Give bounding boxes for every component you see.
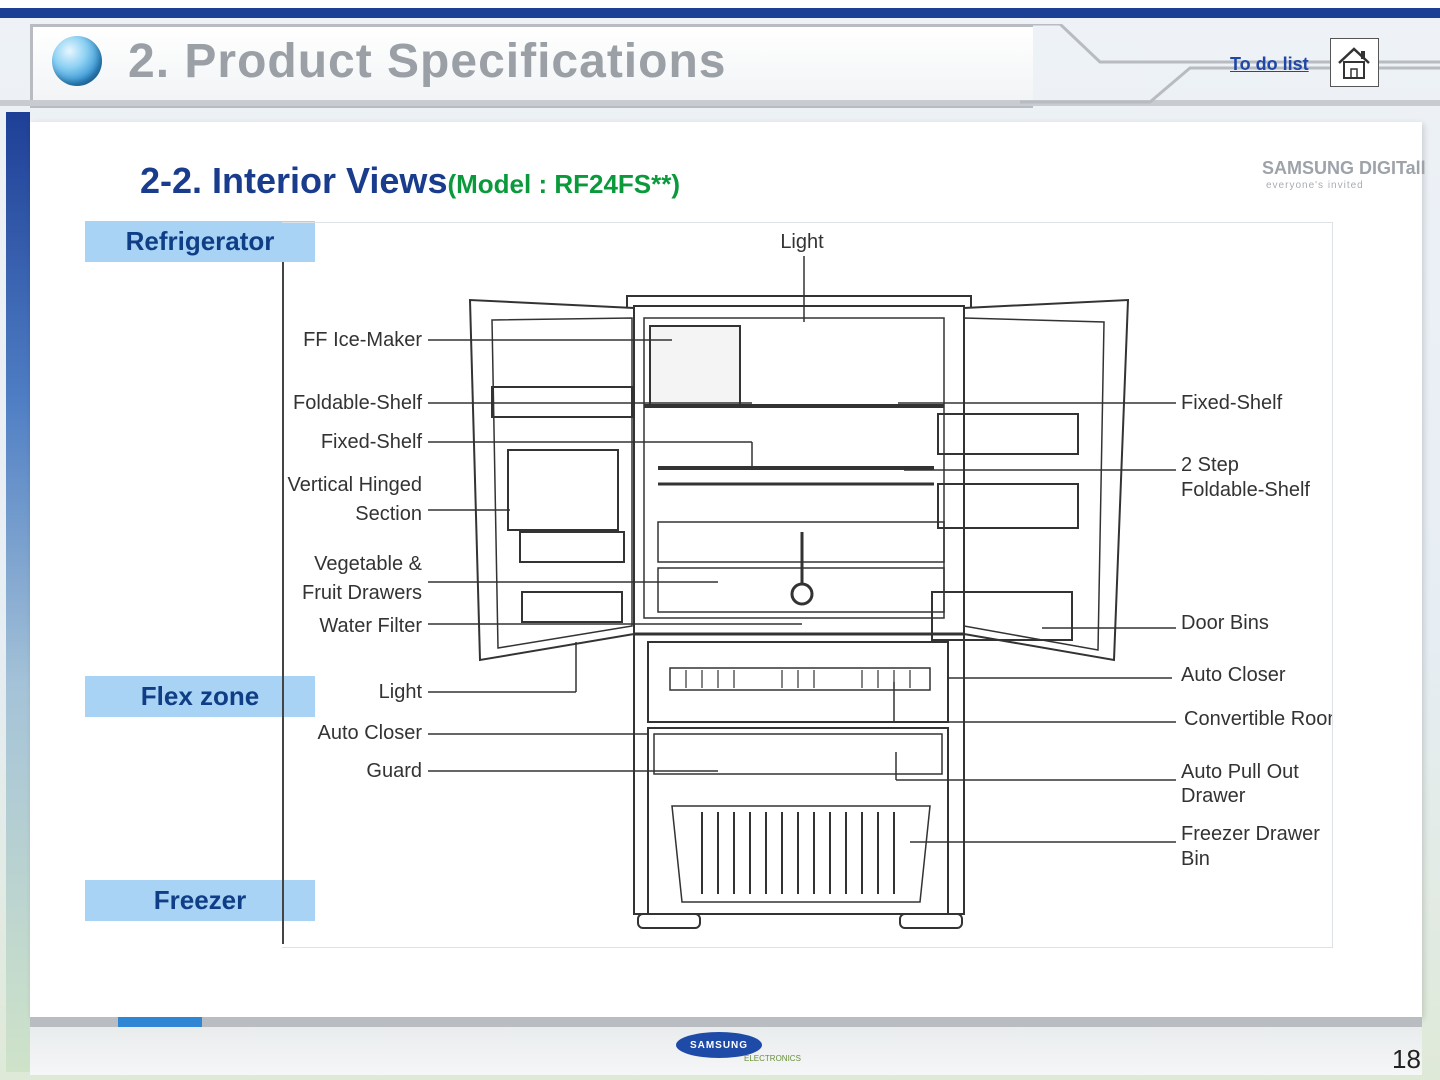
callout-convertible-room: Convertible Room: [1184, 708, 1332, 730]
home-icon: [1338, 47, 1370, 79]
zone-label-refrigerator: Refrigerator: [85, 221, 315, 262]
callout-light-top: Light: [780, 231, 824, 253]
callout-veg-fruit-line1: Vegetable &: [314, 553, 423, 575]
callout-veg-fruit-line2: Fruit Drawers: [302, 582, 422, 604]
callout-vertical-hinged-line1: Vertical Hinged: [287, 474, 422, 496]
globe-icon: [52, 36, 102, 86]
leader-lines: [428, 256, 1176, 843]
fridge-diagram: Light FF Ice-Maker Foldable-Shelf Fixed-…: [287, 231, 1332, 929]
callout-vertical-hinged-line2: Section: [355, 503, 422, 525]
page-number: 18: [1392, 1044, 1421, 1074]
zone-divider-line: [282, 262, 284, 944]
header-swoosh: [1020, 24, 1440, 104]
left-accent-bar: [6, 112, 30, 1072]
brand-tagline: everyone's invited: [1266, 180, 1364, 191]
footer-accent: [118, 1017, 202, 1027]
callout-guard: Guard: [366, 760, 422, 782]
header-band: [0, 100, 1440, 106]
top-blue-bar: [0, 8, 1440, 18]
callout-auto-pull-line2: Drawer: [1181, 785, 1246, 807]
top-strip: [0, 0, 1440, 8]
callout-freezer-bin-line2: Bin: [1181, 848, 1210, 870]
callout-door-bins: Door Bins: [1181, 612, 1269, 634]
callout-auto-pull-line1: Auto Pull Out: [1181, 761, 1299, 783]
callout-freezer-bin-line1: Freezer Drawer: [1181, 823, 1320, 845]
callout-fixed-shelf-left: Fixed-Shelf: [321, 431, 423, 453]
callout-ff-ice-maker: FF Ice-Maker: [303, 329, 422, 351]
callout-two-step-line2: Foldable-Shelf: [1181, 479, 1310, 501]
callout-auto-closer-left: Auto Closer: [318, 722, 423, 744]
samsung-logo-sub: ELECTRONICS: [744, 1054, 801, 1063]
callout-light-flex: Light: [379, 681, 423, 703]
zone-label-freezer: Freezer: [85, 880, 315, 921]
callout-foldable-shelf: Foldable-Shelf: [293, 392, 422, 414]
callout-two-step-line1: 2 Step: [1181, 454, 1239, 476]
section-title: 2-2. Interior Views(Model : RF24FS**): [140, 160, 680, 202]
samsung-digitall-logo: SAMSUNG DIGITall: [1262, 158, 1426, 178]
todo-list-link[interactable]: To do list: [1230, 54, 1309, 74]
fridge-drawing: [468, 295, 1130, 929]
header-plate: [30, 24, 1033, 108]
diagram-frame: [282, 222, 1333, 948]
zone-label-flex-zone: Flex zone: [85, 676, 315, 717]
footer-bar: [30, 1017, 1422, 1027]
callout-fixed-shelf-right: Fixed-Shelf: [1181, 392, 1283, 414]
model-label: (Model : RF24FS**): [447, 169, 681, 199]
callout-auto-closer-right: Auto Closer: [1181, 664, 1286, 686]
callout-water-filter: Water Filter: [319, 615, 422, 637]
samsung-logo: SAMSUNG: [676, 1032, 762, 1058]
section-title-text: 2-2. Interior Views: [140, 160, 448, 201]
page-title: 2. Product Specifications: [128, 35, 727, 88]
home-button[interactable]: [1330, 38, 1379, 87]
